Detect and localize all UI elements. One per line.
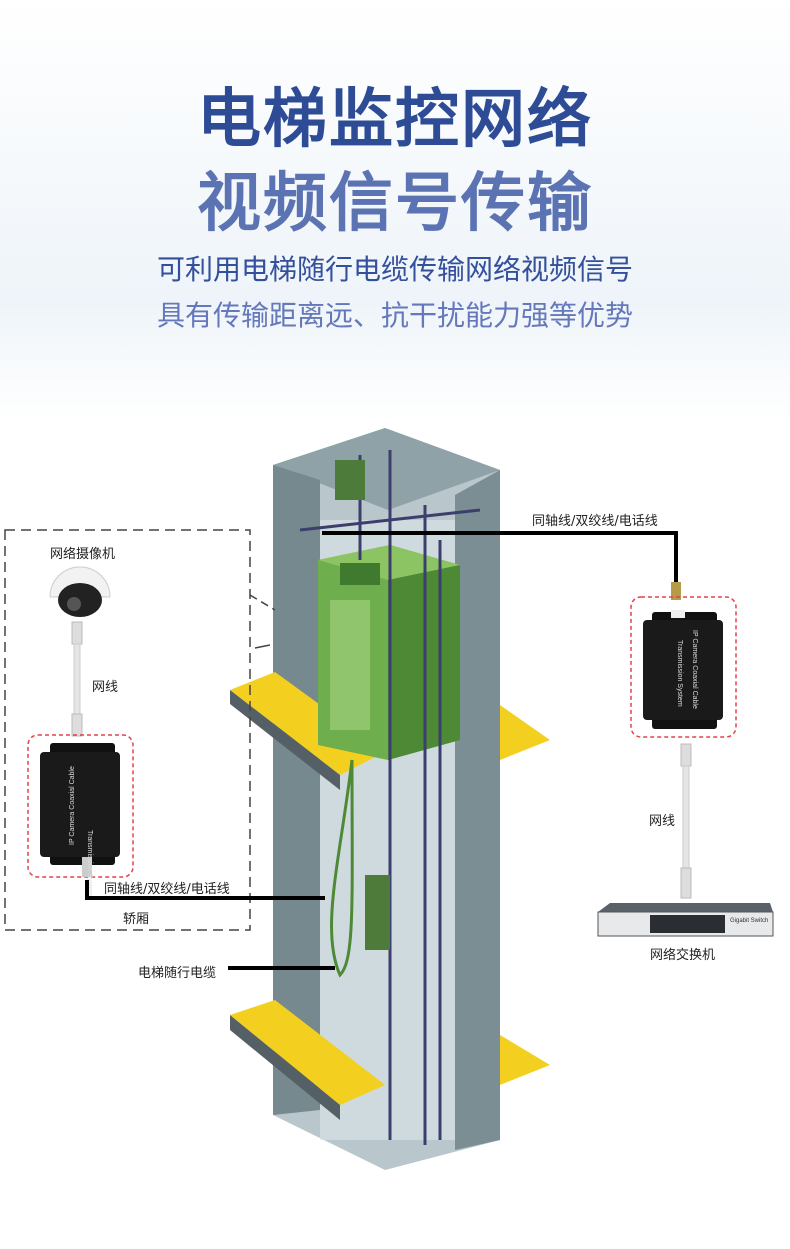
subtitle-line2: 具有传输距离远、抗干扰能力强等优势 <box>156 299 633 332</box>
device-label-left-2: Transmission System <box>86 830 93 897</box>
switch-label: 网络交换机 <box>650 948 716 963</box>
car-label: 轿厢 <box>123 912 150 927</box>
traction-machine <box>335 460 365 500</box>
coax-label-left: 同轴线/双绞线/电话线 <box>104 882 230 897</box>
device-label-left: IP Camera Coaxial Cable <box>69 766 76 845</box>
subtitle-line1: 可利用电梯随行电缆传输网络视频信号 <box>156 253 633 286</box>
counterweight <box>365 875 390 950</box>
coax-converter-left <box>40 743 120 877</box>
highlight-box-right <box>630 596 737 738</box>
network-switch-icon <box>597 903 774 937</box>
coax-label-right: 同轴线/双绞线/电话线 <box>532 514 658 529</box>
network-cable-left <box>71 621 83 737</box>
network-cable-label-right: 网线 <box>649 814 676 829</box>
landing-floor-lower <box>230 1000 550 1120</box>
traveling-cable <box>330 759 354 978</box>
network-cable-right <box>680 743 692 899</box>
dome-camera-icon <box>49 566 111 617</box>
switch-brand: Gigabit Switch <box>730 918 768 924</box>
coax-cable-right <box>322 531 678 600</box>
network-cable-label-left: 网线 <box>92 680 119 695</box>
guide-rails <box>299 450 481 1145</box>
page-title-line2: 视频信号传输 <box>197 167 593 241</box>
device-label-right-2: Transmission System <box>676 640 683 707</box>
coax-converter-right <box>643 610 723 729</box>
highlight-box-left <box>27 734 134 878</box>
camera-label: 网络摄像机 <box>50 547 116 562</box>
bnc-connector <box>671 582 681 600</box>
device-label-right: IP Camera Coaxial Cable <box>691 630 698 709</box>
coax-cable-left <box>85 880 325 900</box>
page-title: 电梯监控网络 <box>197 83 593 157</box>
car-area-dashed-box <box>4 529 251 931</box>
traveling-cable-label: 电梯随行电缆 <box>138 966 217 981</box>
